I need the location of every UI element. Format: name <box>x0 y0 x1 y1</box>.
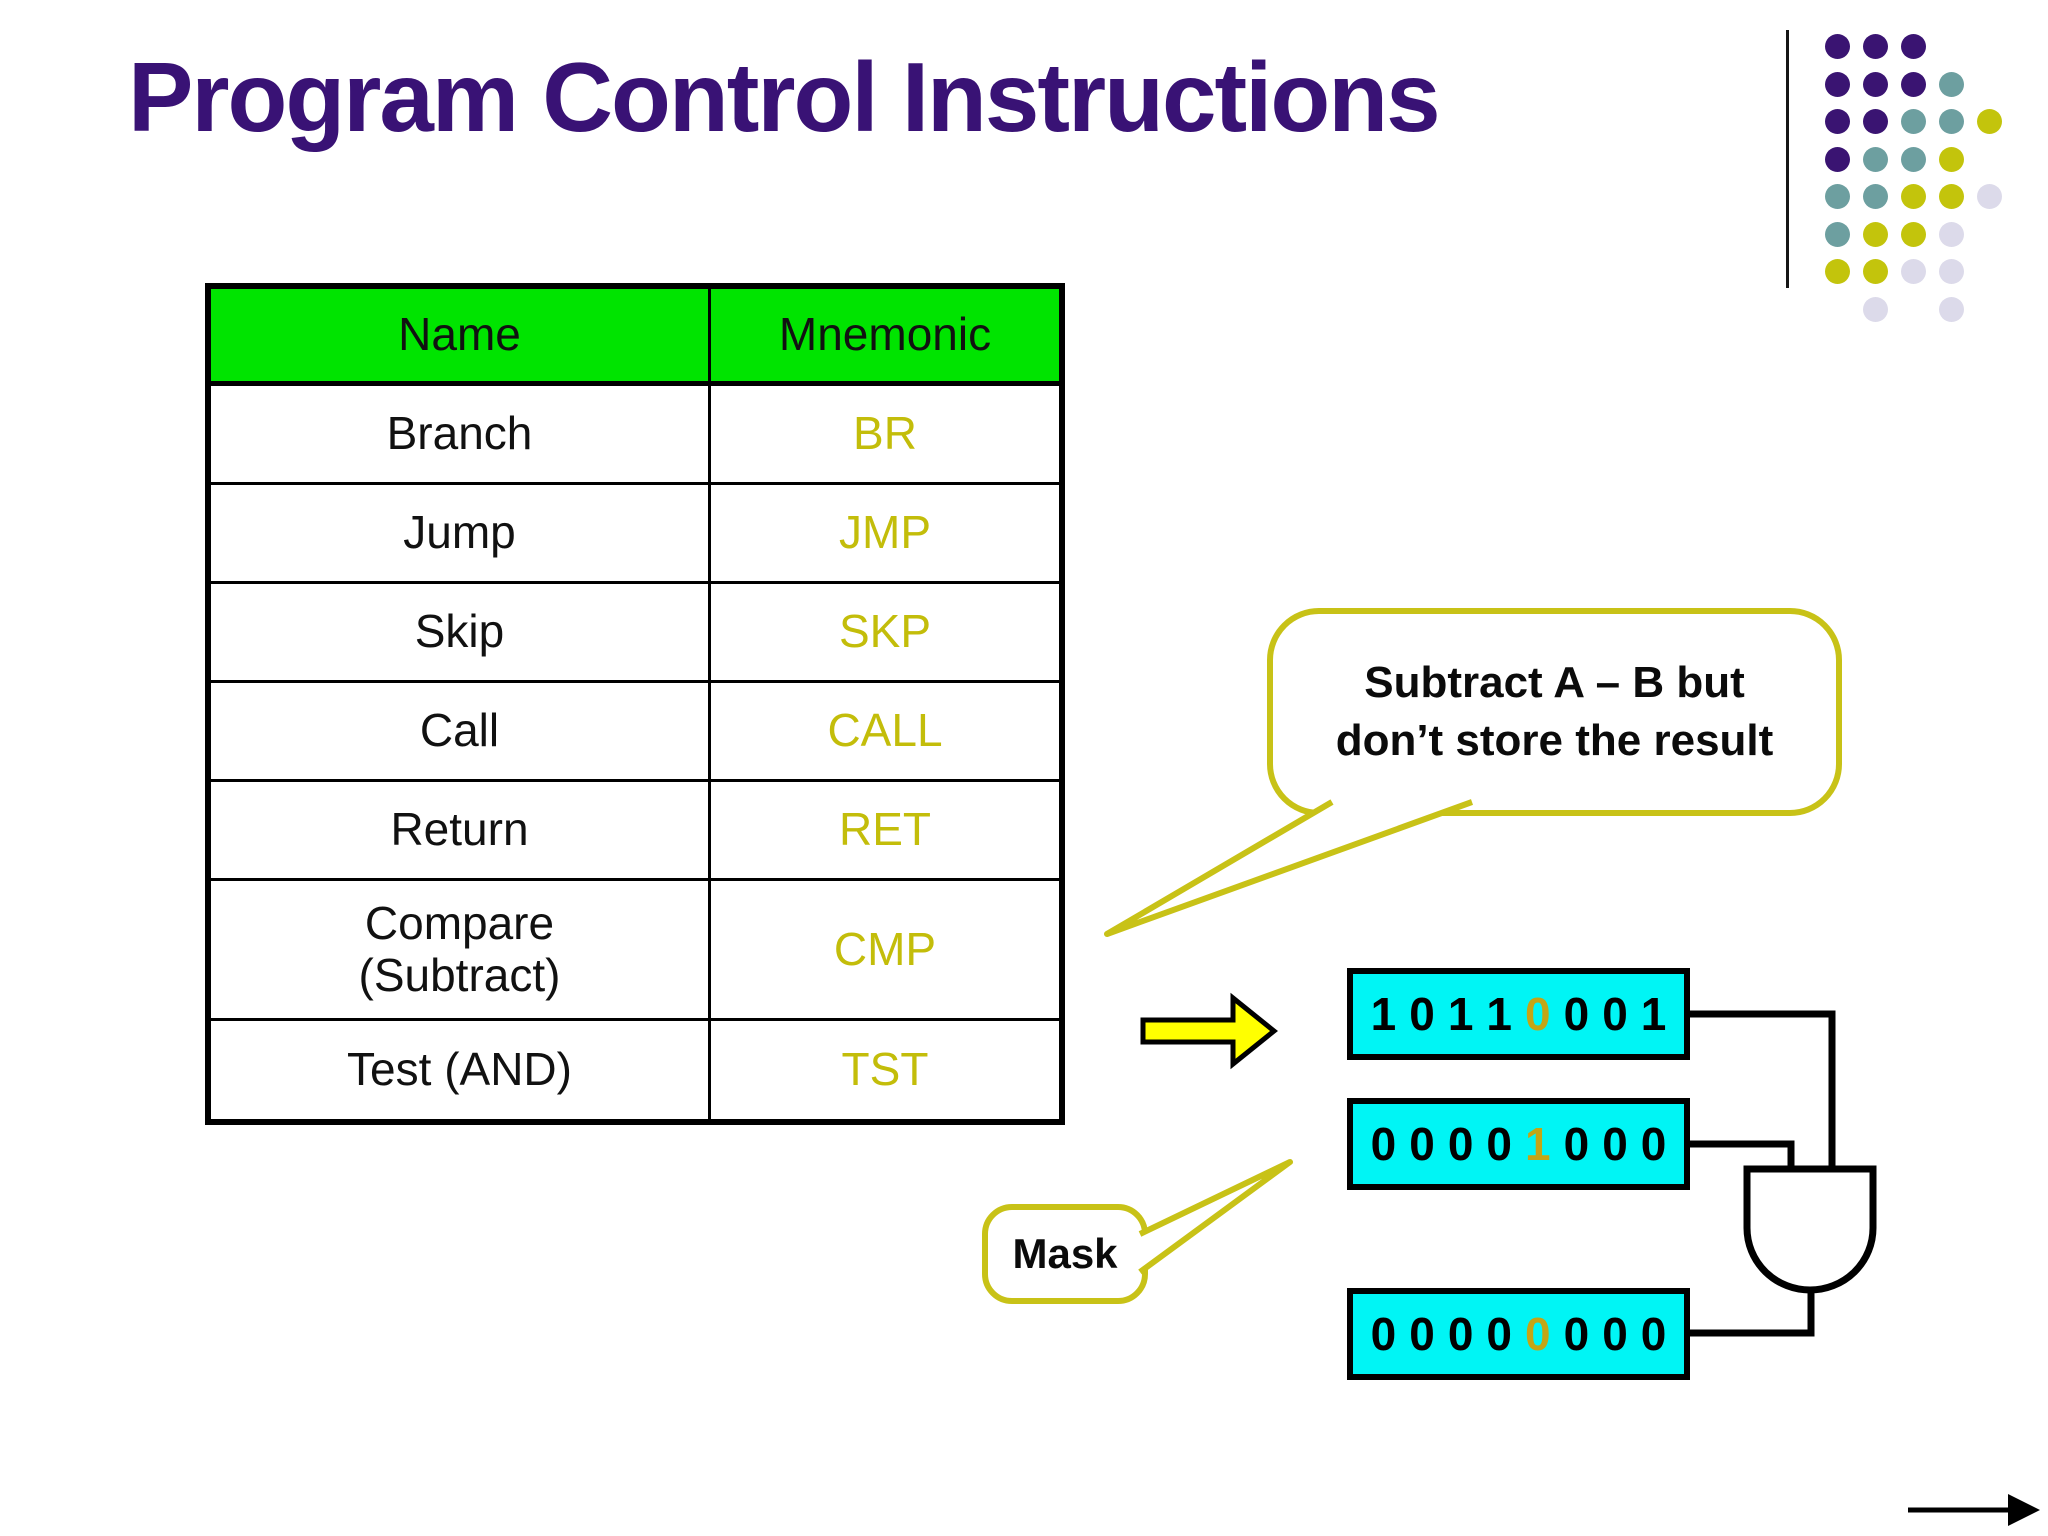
register-bit: 0 <box>1447 1118 1474 1170</box>
register-bit: 0 <box>1525 1308 1551 1360</box>
decorative-dot <box>1901 71 1926 97</box>
decorative-dot <box>1977 109 2002 134</box>
decorative-dot <box>1863 34 1888 59</box>
decorative-divider-line <box>1786 30 1789 288</box>
page-title: Program Control Instructions <box>128 42 1441 152</box>
decorative-dot <box>1939 221 1964 247</box>
decorative-dot <box>1863 184 1888 209</box>
decorative-dot <box>1825 34 1850 59</box>
yellow-arrow-icon <box>1140 992 1278 1070</box>
table-cell-name: Compare (Subtract) <box>211 881 711 1021</box>
subtract-callout-line2: don’t store the result <box>1335 716 1774 765</box>
table-cell-name: Skip <box>211 584 711 683</box>
register-bit: 0 <box>1409 988 1435 1040</box>
decorative-dot <box>1939 109 1964 134</box>
table-cell-name: Test (AND) <box>211 1021 711 1119</box>
register-bit: 1 <box>1447 988 1474 1040</box>
mask-callout-label: Mask <box>1012 1230 1118 1277</box>
register-bit: 0 <box>1370 1118 1397 1170</box>
subtract-callout-line1: Subtract A – B but <box>1364 657 1745 707</box>
register-bit: 1 <box>1525 1118 1551 1170</box>
register-bit: 0 <box>1602 1308 1628 1360</box>
wire-gate-to-result <box>1688 1286 1815 1337</box>
table-header-name: Name <box>211 289 711 386</box>
decorative-dot <box>1825 184 1850 209</box>
table-cell-mnemonic: JMP <box>711 485 1059 584</box>
register-bit: 0 <box>1486 1118 1512 1170</box>
mask-callout-tail <box>1138 1159 1293 1275</box>
decorative-dot <box>1939 146 1964 172</box>
register-bit: 0 <box>1525 988 1551 1040</box>
decorative-dot <box>1901 109 1926 134</box>
table-cell-mnemonic: SKP <box>711 584 1059 683</box>
next-slide-arrow[interactable] <box>1908 1494 2040 1526</box>
table-cell-mnemonic: RET <box>711 782 1059 881</box>
subtract-callout-tail <box>1104 799 1474 937</box>
decorative-dot <box>1863 146 1888 172</box>
decorative-dot <box>1939 296 1964 322</box>
decorative-dot <box>1825 71 1850 97</box>
wire-mask-to-gate <box>1688 1140 1795 1166</box>
register-bit: 0 <box>1370 1308 1397 1360</box>
decorative-dot <box>1825 109 1850 134</box>
wire-operand-to-gate <box>1688 1010 1836 1166</box>
table-cell-name: Call <box>211 683 711 782</box>
decorative-dot <box>1939 259 1964 284</box>
table-cell-mnemonic: CMP <box>711 881 1059 1021</box>
table-cell-mnemonic: TST <box>841 1043 929 1096</box>
table-cell-name: Jump <box>211 485 711 584</box>
table-cell-name: Return <box>211 782 711 881</box>
instruction-table: Name Mnemonic Branch BR Jump JMP Skip SK… <box>205 283 1065 1125</box>
register-bit: 0 <box>1563 1308 1590 1360</box>
decorative-dot <box>1825 259 1850 284</box>
decorative-dot <box>1939 184 1964 209</box>
register-bit: 0 <box>1409 1118 1435 1170</box>
register-bit: 0 <box>1486 1308 1512 1360</box>
register-bit: 0 <box>1602 1118 1628 1170</box>
table-cell-mnemonic: CALL <box>711 683 1059 782</box>
register-bit: 0 <box>1563 1118 1590 1170</box>
decorative-dot <box>1863 109 1888 134</box>
decorative-dot <box>1825 221 1850 247</box>
register-bit: 0 <box>1447 1308 1474 1360</box>
decorative-dot-grid <box>1825 34 2035 344</box>
decorative-dot <box>1901 34 1926 59</box>
table-cell-mnemonic: BR <box>711 386 1059 485</box>
register-bit: 0 <box>1640 1308 1667 1360</box>
register-bit: 0 <box>1563 988 1590 1040</box>
mask-callout: Mask <box>982 1204 1148 1304</box>
decorative-dot <box>1863 259 1888 284</box>
table-cell-name: Branch <box>211 386 711 485</box>
decorative-dot <box>1939 71 1964 97</box>
decorative-dot <box>1863 71 1888 97</box>
decorative-dot <box>1863 296 1888 322</box>
decorative-dot <box>1977 184 2002 209</box>
register-bit: 0 <box>1640 1118 1667 1170</box>
register-bit: 1 <box>1640 988 1667 1040</box>
register-bit: 0 <box>1602 988 1628 1040</box>
decorative-dot <box>1901 184 1926 209</box>
decorative-dot <box>1863 221 1888 247</box>
register-bit: 1 <box>1486 988 1512 1040</box>
decorative-dot <box>1825 146 1850 172</box>
decorative-dot <box>1901 146 1926 172</box>
register-bit: 0 <box>1409 1308 1435 1360</box>
decorative-dot <box>1901 259 1926 284</box>
register-bit: 1 <box>1370 988 1397 1040</box>
decorative-dot <box>1901 221 1926 247</box>
subtract-callout: Subtract A – B but don’t store the resul… <box>1267 608 1842 816</box>
table-header-mnemonic: Mnemonic <box>711 289 1059 386</box>
and-gate-icon <box>1743 1165 1877 1294</box>
